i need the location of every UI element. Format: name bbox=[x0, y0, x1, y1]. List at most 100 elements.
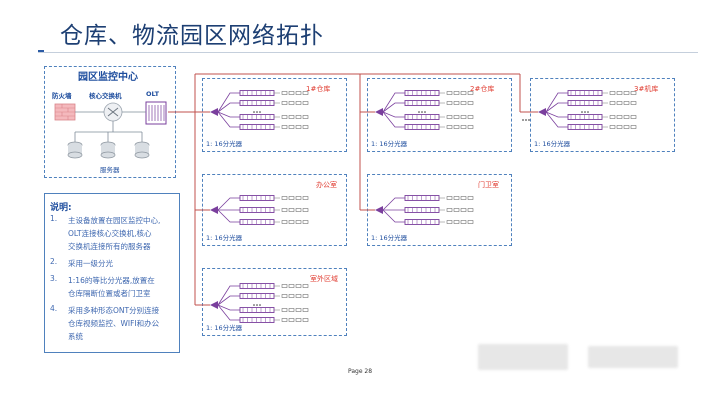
note-number: 2. bbox=[50, 257, 58, 266]
endpoint-icon bbox=[460, 220, 467, 224]
core-switch-label: 核心交换机 bbox=[89, 92, 122, 100]
endpoint-icon bbox=[446, 220, 453, 224]
monitoring-center-title: 园区监控中心 bbox=[78, 72, 138, 83]
endpoint-icon bbox=[446, 91, 453, 95]
splitter-label-warehouse-1: 1: 16分光器 bbox=[206, 140, 243, 148]
ellipsis-dot bbox=[253, 304, 255, 306]
endpoint-icon bbox=[453, 91, 460, 95]
endpoint-icon bbox=[288, 101, 295, 105]
fiber-line bbox=[382, 102, 405, 113]
endpoint-icon bbox=[616, 91, 623, 95]
endpoint-icon bbox=[460, 125, 467, 129]
endpoint-icon bbox=[460, 91, 467, 95]
note-number: 4. bbox=[50, 304, 58, 313]
endpoint-icon bbox=[630, 101, 637, 105]
endpoint-icon bbox=[302, 91, 309, 95]
splitter-icon bbox=[210, 108, 218, 116]
ellipsis-dot bbox=[256, 111, 258, 113]
endpoint-icon bbox=[295, 91, 302, 95]
redacted-watermark-1 bbox=[478, 344, 568, 370]
fiber-line bbox=[217, 285, 240, 306]
note-line: 仓库隔断位置或者门卫室 bbox=[68, 289, 151, 298]
endpoint-icon bbox=[281, 220, 288, 224]
endpoint-icon bbox=[295, 115, 302, 119]
ellipsis-dot bbox=[259, 111, 261, 113]
zone-name-guardroom: 门卫室 bbox=[478, 181, 499, 189]
ont-device bbox=[239, 317, 275, 323]
note-line: 交换机连接所有的服务器 bbox=[68, 242, 151, 251]
zone-devices-1 bbox=[375, 90, 474, 130]
ont-device bbox=[404, 195, 440, 201]
endpoint-icon bbox=[281, 101, 288, 105]
firewall-label: 防火墙 bbox=[52, 92, 72, 100]
fiber-line bbox=[217, 304, 240, 321]
note-line: 1:16的等比分光器,放置在 bbox=[68, 276, 155, 285]
endpoint-icon bbox=[630, 125, 637, 129]
endpoint-icon bbox=[453, 220, 460, 224]
endpoint-icon bbox=[288, 318, 295, 322]
endpoint-icon bbox=[630, 115, 637, 119]
fiber-line bbox=[545, 111, 568, 128]
title-accent-bar bbox=[38, 50, 44, 53]
ont-device bbox=[239, 195, 275, 201]
endpoint-icon bbox=[460, 196, 467, 200]
endpoint-icon bbox=[453, 208, 460, 212]
firewall-icon bbox=[54, 103, 76, 121]
endpoint-icon bbox=[453, 115, 460, 119]
endpoint-icon bbox=[288, 294, 295, 298]
endpoint-icon bbox=[302, 294, 309, 298]
endpoint-icon bbox=[295, 208, 302, 212]
endpoint-icon bbox=[467, 125, 474, 129]
endpoint-icon bbox=[281, 318, 288, 322]
ellipsis-dot bbox=[259, 304, 261, 306]
endpoint-icon bbox=[467, 208, 474, 212]
ont-device bbox=[239, 283, 275, 289]
server-link-lines bbox=[74, 121, 143, 142]
notes-box bbox=[44, 193, 180, 353]
ellipsis-dot bbox=[418, 111, 420, 113]
ellipsis-dot bbox=[424, 111, 426, 113]
zone-devices-5 bbox=[210, 283, 309, 323]
ont-device bbox=[567, 100, 603, 106]
olt-icon bbox=[145, 101, 167, 125]
ont-device bbox=[404, 90, 440, 96]
endpoint-icon bbox=[295, 318, 302, 322]
endpoint-icon bbox=[616, 125, 623, 129]
endpoint-icon bbox=[446, 115, 453, 119]
notes-title: 说明: bbox=[50, 203, 72, 213]
endpoint-icon bbox=[460, 101, 467, 105]
endpoint-icon bbox=[288, 125, 295, 129]
note-number: 3. bbox=[50, 274, 58, 283]
endpoint-icon bbox=[288, 196, 295, 200]
endpoint-icon bbox=[453, 125, 460, 129]
fiber-line bbox=[545, 111, 568, 118]
zone-box-hangar-3 bbox=[530, 78, 675, 152]
server-label: 服务器 bbox=[100, 166, 120, 174]
endpoint-icon bbox=[281, 294, 288, 298]
ont-device bbox=[239, 114, 275, 120]
endpoint-icon bbox=[609, 91, 616, 95]
ont-device bbox=[239, 124, 275, 130]
endpoint-icon bbox=[295, 125, 302, 129]
ont-device bbox=[239, 100, 275, 106]
ellipsis-dot bbox=[581, 111, 583, 113]
zone-box-warehouse-2 bbox=[367, 78, 512, 152]
note-line: 采用多种形态ONT分别连接 bbox=[68, 306, 160, 315]
title-underline bbox=[38, 52, 698, 53]
redacted-watermark-2 bbox=[588, 346, 678, 368]
endpoint-icon bbox=[623, 101, 630, 105]
fiber-line bbox=[545, 92, 568, 113]
splitter-label-office: 1: 16分光器 bbox=[206, 234, 243, 242]
ont-device bbox=[404, 100, 440, 106]
endpoint-icon bbox=[453, 101, 460, 105]
fiber-line bbox=[382, 209, 405, 223]
fiber-line bbox=[217, 295, 240, 306]
endpoint-icon bbox=[288, 284, 295, 288]
endpoint-icon bbox=[446, 101, 453, 105]
splitter-icon bbox=[210, 301, 218, 309]
endpoint-icon bbox=[467, 91, 474, 95]
endpoint-icon bbox=[623, 91, 630, 95]
page-title: 仓库、物流园区网络拓扑 bbox=[60, 23, 324, 49]
endpoint-icon bbox=[281, 125, 288, 129]
